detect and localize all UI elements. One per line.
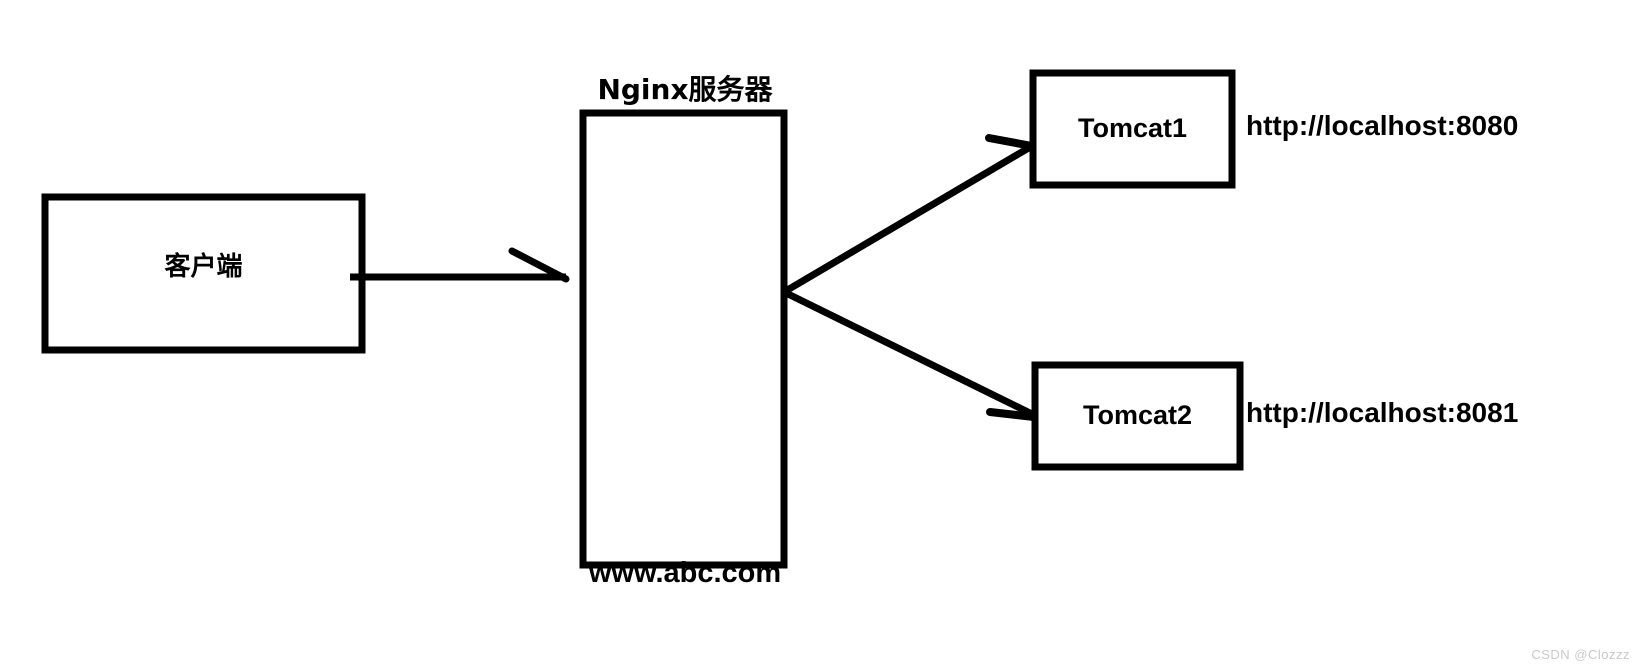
tomcat1-label: Tomcat1 — [1077, 113, 1188, 143]
tomcat2-box — [1031, 361, 1244, 471]
tomcat2-url-label: http://localhost:8081 — [1246, 397, 1519, 428]
tomcat1-box — [1029, 69, 1236, 189]
connector-client-to-nginx — [350, 247, 570, 283]
client-label: 客户端 — [164, 252, 243, 282]
nginx-domain-label: www.abc.com — [588, 557, 782, 589]
tomcat1-url-label: http://localhost:8080 — [1246, 110, 1519, 141]
watermark: CSDN @Clozzz — [1531, 647, 1630, 662]
client-box — [41, 193, 366, 354]
connector-nginx-to-tomcat1 — [782, 134, 1036, 296]
connector-nginx-to-tomcat2 — [782, 288, 1038, 421]
nginx-title-label: Nginx服务器 — [597, 73, 773, 106]
nginx-box — [579, 109, 788, 569]
tomcat2-label: Tomcat2 — [1082, 400, 1193, 430]
